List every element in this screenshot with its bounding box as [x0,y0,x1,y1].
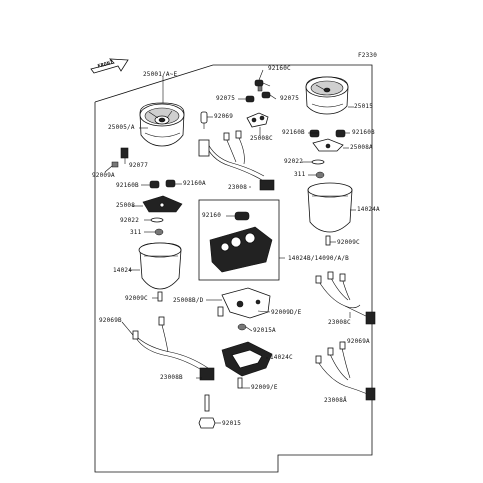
label-14024a: 14024A [357,206,380,213]
label-92077: 92077 [129,162,149,169]
front-arrow-icon [90,58,129,74]
label-311-left: 311 [130,229,142,236]
label-92160b-right-b: 92160B [352,129,375,136]
label-25008a: 25008A [350,144,373,151]
bracket-25008b [217,287,271,331]
label-92022-left: 92022 [120,217,140,224]
label-14024: 14024 [113,267,133,274]
label-92009c-left: 92009C [125,295,148,302]
label-92022-right: 92022 [284,158,304,165]
label-25008: 25008 [116,202,136,209]
label-92160b-right-a: 92160B [282,129,305,136]
label-25008c: 25008C [250,135,273,142]
label-92009e: 92009/E [251,384,278,391]
cover-14024c [221,341,273,389]
bulb-92069 [200,111,208,129]
label-14024c: 14024C [270,354,293,361]
label-23008c: 23008C [328,319,351,326]
odometer-knob-92077 [111,147,129,168]
meter-cover-14024a [307,182,353,246]
harness-23008 [198,130,275,191]
label-92069b: 92069B [99,317,122,324]
label-311-right: 311 [294,171,306,178]
diagram-code: F2330 [358,52,378,59]
label-92015: 92015 [222,420,242,427]
label-92015a: 92015A [253,327,276,334]
meter-cover-14024 [138,242,182,302]
label-92069: 92069 [214,113,234,120]
harness-23008b [132,316,215,381]
label-25008b: 25008B/D [173,297,204,304]
label-92160a: 92160A [183,180,206,187]
frame-outline [94,64,373,473]
label-92160: 92160 [202,212,222,219]
label-92009d: 92009D/E [271,309,302,316]
label-23008b: 23008B [160,374,183,381]
label-92160b-left: 92160B [116,182,139,189]
label-25005a: 25005/A [108,124,135,131]
label-92009a: 92009A [92,172,115,179]
label-25015: 25015 [354,103,374,110]
label-92075-left: 92075 [216,95,236,102]
harness-23008c [315,271,376,325]
bolt-92015 [198,394,216,429]
speedometer-25001 [139,102,185,147]
grommets-92160c [245,79,271,103]
label-92160c: 92160C [268,65,291,72]
grommets-92160b-left [142,179,183,236]
label-14024b: 14024B/14090/A/B [288,255,349,262]
label-92009c-right: 92009C [337,239,360,246]
leader-lines [104,69,356,424]
label-23008: 23008 [228,184,248,191]
label-23008a: 23008A [324,397,347,404]
grommets-92160b-right [309,129,346,179]
harness-23008a [315,341,376,401]
label-25001: 25001/A~E [143,71,178,78]
bracket-25008c [246,112,269,128]
label-92069a: 92069A [347,338,370,345]
label-92075-right: 92075 [280,95,300,102]
tachometer-25015 [305,76,349,115]
